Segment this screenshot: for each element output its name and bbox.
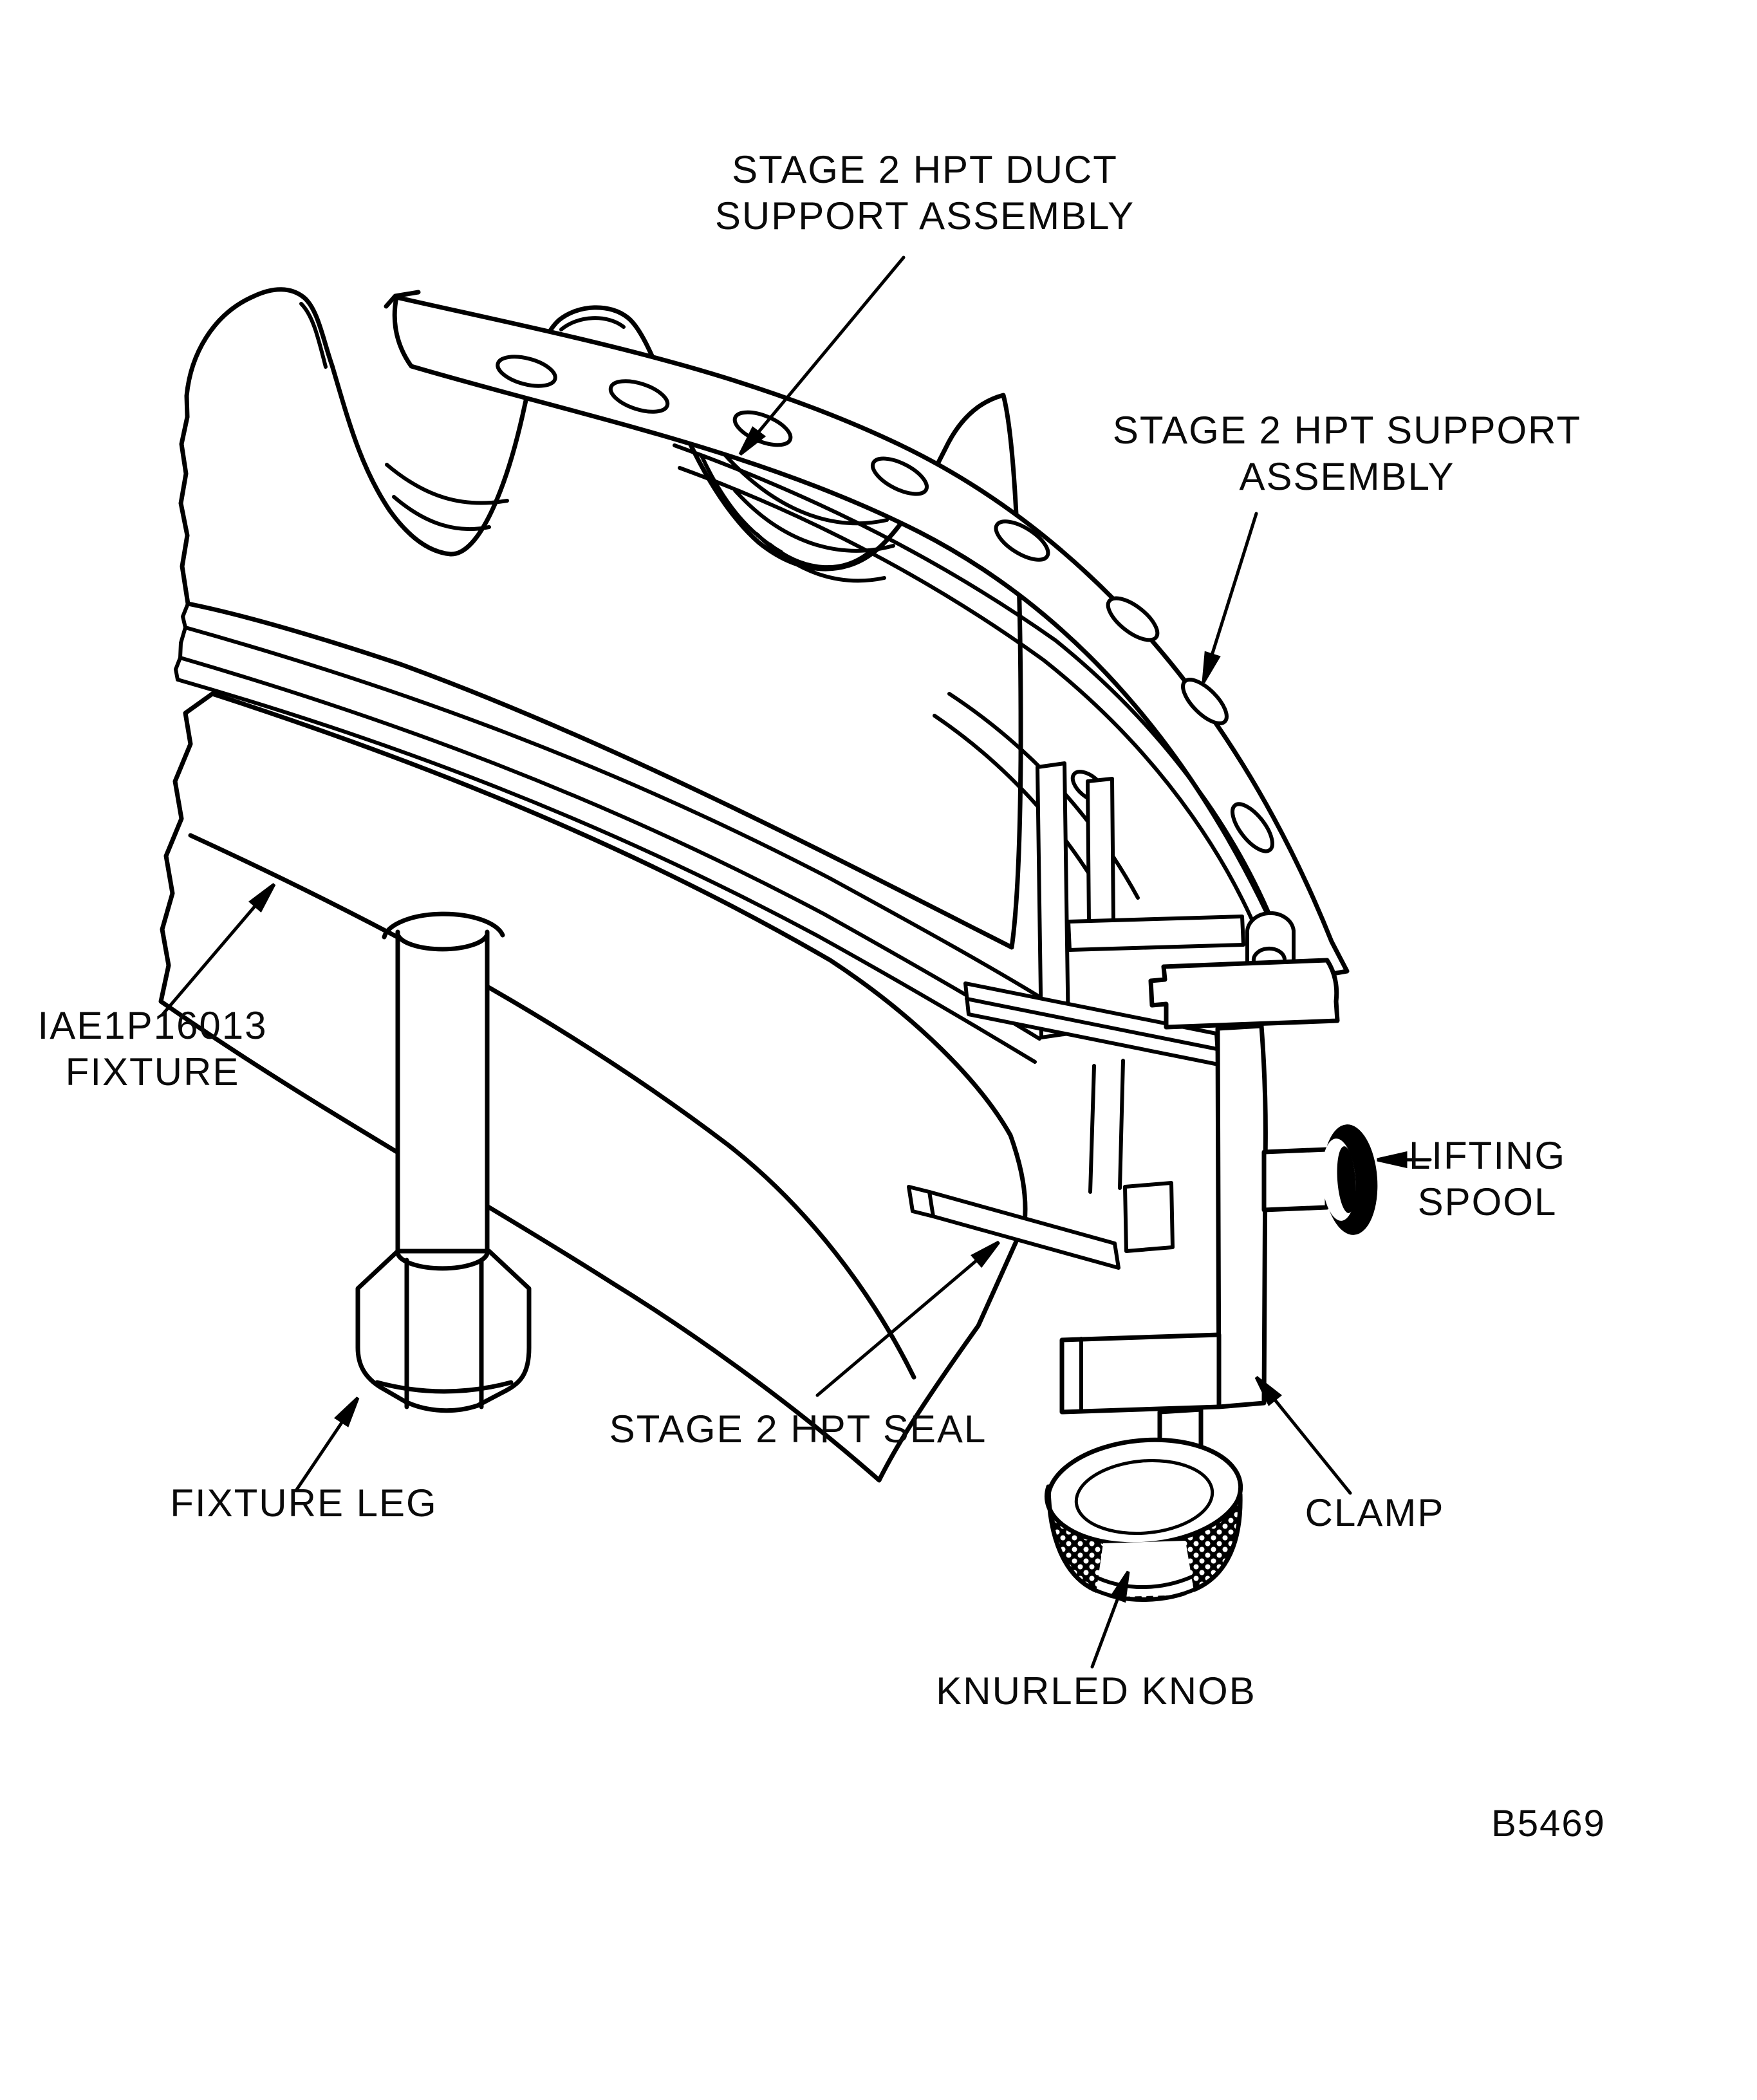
- leader-lifting-spool: [1377, 1151, 1432, 1169]
- label-line: ASSEMBLY: [1239, 455, 1455, 498]
- figure-number: B5469: [1491, 1803, 1606, 1844]
- label-line: IAE1P16013: [37, 1004, 268, 1047]
- stage-2-hpt-seal-drawing: [907, 1185, 1120, 1270]
- fixture-leg-hex-nut: [355, 1249, 532, 1413]
- duct-ring-bands: [173, 602, 1051, 1064]
- label-line: STAGE 2 HPT SEAL: [609, 1408, 987, 1451]
- knurled-knob-drawing: [1045, 1407, 1243, 1602]
- label-line: STAGE 2 HPT SUPPORT: [1112, 409, 1582, 452]
- label-line: FIXTURE: [65, 1050, 240, 1093]
- fixture-leg-drawing: [382, 911, 505, 1259]
- leader-fixture: [160, 883, 276, 1017]
- label-stage2-hpt-duct-support-assembly: STAGE 2 HPT DUCT SUPPORT ASSEMBLY: [715, 147, 1135, 239]
- label-stage2-hpt-support-assembly: STAGE 2 HPT SUPPORT ASSEMBLY: [1113, 407, 1581, 500]
- leader-knurled-knob: [1090, 1570, 1130, 1669]
- leader-arrows: [160, 256, 1432, 1669]
- label-line: KNURLED KNOB: [936, 1669, 1256, 1713]
- label-line: SUPPORT ASSEMBLY: [714, 194, 1135, 237]
- label-lifting-spool: LIFTING SPOOL: [1409, 1133, 1566, 1225]
- leader-seal: [815, 1240, 1000, 1397]
- leader-support-assembly: [1202, 512, 1258, 683]
- label-line: FIXTURE LEG: [170, 1482, 438, 1525]
- label-line: SPOOL: [1417, 1180, 1557, 1223]
- label-line: LIFTING: [1408, 1134, 1566, 1177]
- clamp-drawing: [1059, 958, 1340, 1415]
- label-line: CLAMP: [1305, 1491, 1445, 1534]
- leader-duct-support: [738, 256, 906, 456]
- label-stage2-hpt-seal: STAGE 2 HPT SEAL: [609, 1406, 987, 1453]
- lifting-spool-drawing: [1261, 1124, 1378, 1235]
- duct-support-scalloped-body: [178, 287, 1023, 950]
- support-rail-section: [963, 981, 1220, 1253]
- label-clamp: CLAMP: [1305, 1490, 1445, 1536]
- label-knurled-knob: KNURLED KNOB: [936, 1668, 1256, 1714]
- flange-bolt-holes: [496, 355, 1274, 853]
- label-iae1p16013-fixture: IAE1P16013 FIXTURE: [38, 1003, 268, 1095]
- label-line: STAGE 2 HPT DUCT: [732, 148, 1118, 191]
- leader-clamp: [1254, 1376, 1352, 1495]
- duct-scallop-lip-lines: [299, 302, 895, 583]
- leader-fixture-leg: [294, 1397, 360, 1492]
- label-fixture-leg: FIXTURE LEG: [170, 1480, 437, 1527]
